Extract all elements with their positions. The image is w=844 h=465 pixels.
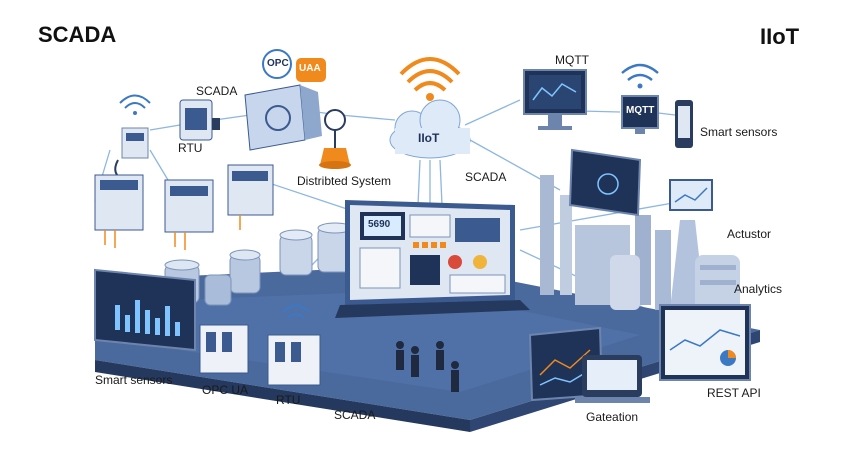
label-smart-sensors-right: Smart sensors xyxy=(700,125,778,139)
heading-iiot: IIoT xyxy=(760,24,800,49)
label-distributed-system: Distribted System xyxy=(297,174,392,188)
sensor-module xyxy=(114,94,151,181)
mqtt-monitor xyxy=(523,69,587,130)
badge-opc: OPC xyxy=(267,58,289,69)
control-cabinets xyxy=(94,164,274,250)
label-rtu-top: RTU xyxy=(178,141,203,155)
label-analytics: Analytics xyxy=(734,282,783,296)
label-scada-mid: SCADA xyxy=(465,170,507,184)
label-opc-ua-bottom: OPC UA xyxy=(202,383,249,397)
scada-server xyxy=(244,84,322,151)
bottom-devices xyxy=(199,304,321,386)
label-scada-top: SCADA xyxy=(196,84,238,98)
heading-scada: SCADA xyxy=(38,22,117,47)
smartphone-icon xyxy=(675,100,693,148)
analytics-tablet xyxy=(568,148,713,217)
opc-uaa-badges xyxy=(262,49,326,82)
label-mqtt-top: MQTT xyxy=(555,53,589,67)
distributed-system-icon xyxy=(319,109,351,169)
gateway-tablet xyxy=(528,326,650,403)
badge-uaa: UAA xyxy=(299,63,321,74)
cloud-icon xyxy=(389,57,471,159)
console-display: 5690 xyxy=(368,219,391,230)
mqtt-device xyxy=(621,63,659,134)
rest-api-monitor xyxy=(659,304,751,381)
label-scada-bottom: SCADA xyxy=(334,408,376,422)
industrial-buildings xyxy=(540,175,740,315)
workers xyxy=(396,341,459,392)
label-gateation: Gateation xyxy=(586,410,639,424)
control-console xyxy=(335,200,530,318)
label-smart-sensors-left: Smart sensors xyxy=(95,373,173,387)
left-dashboard-screen xyxy=(94,268,196,352)
label-rest-api: REST API xyxy=(707,386,761,400)
label-actuator: Actustor xyxy=(727,227,772,241)
label-rtu-bottom: RTU xyxy=(276,393,301,407)
badge-mqtt-screen: MQTT xyxy=(626,105,655,116)
badge-cloud-iiot: IIoT xyxy=(418,131,440,145)
rtu-device-top xyxy=(179,99,220,141)
